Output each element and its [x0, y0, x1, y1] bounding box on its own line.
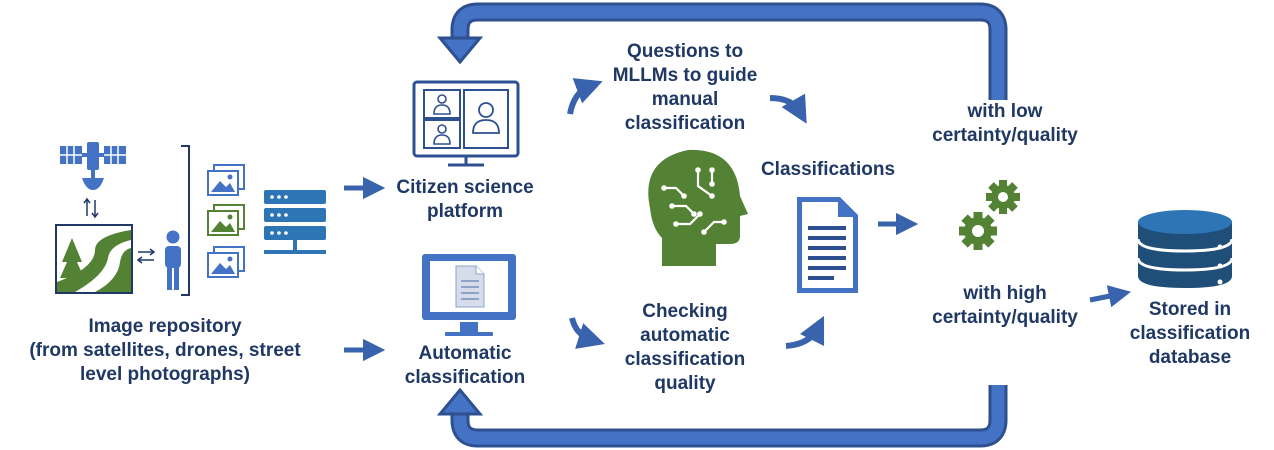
automatic-classification-label: Automatic classification [404, 343, 526, 388]
satellite-icon [60, 142, 126, 190]
checking-label: Checking automatic classification qualit… [624, 301, 746, 394]
stored-label: Stored in classification database [1129, 299, 1251, 368]
exchange-arrows-horizontal [136, 248, 156, 264]
ai-head-icon [648, 149, 748, 266]
person-icon [165, 230, 181, 290]
arrow-questions-to-classifications [769, 93, 807, 124]
feedback-loop-bottom-arrow [436, 385, 1008, 448]
arrow-checking-to-classifications [785, 315, 825, 349]
database-icon [1136, 210, 1234, 288]
landscape-image-icon [55, 224, 133, 294]
high-certainty-label: with high certainty/quality [932, 283, 1078, 328]
arrow-to-database [1089, 285, 1132, 308]
feedback-loop-top-arrow [436, 2, 1008, 100]
grouping-bracket [181, 145, 190, 296]
server-icon [264, 190, 326, 254]
image-repository-label: Image repository (from satellites, drone… [29, 316, 301, 385]
exchange-arrows-vertical [83, 197, 99, 219]
classifications-label: Classifications [760, 159, 896, 180]
citizen-platform-label: Citizen science platform [396, 177, 534, 222]
arrow-to-questions [567, 78, 603, 115]
image-stack-icon [207, 164, 245, 278]
arrow-to-checking [569, 317, 605, 349]
video-conference-monitor-icon [412, 80, 520, 167]
document-monitor-icon [422, 254, 516, 336]
gears-icon [959, 180, 1020, 250]
questions-label: Questions to MLLMs to guide manual class… [612, 41, 758, 134]
low-certainty-label: with low certainty/quality [932, 101, 1078, 146]
document-icon [797, 197, 858, 293]
